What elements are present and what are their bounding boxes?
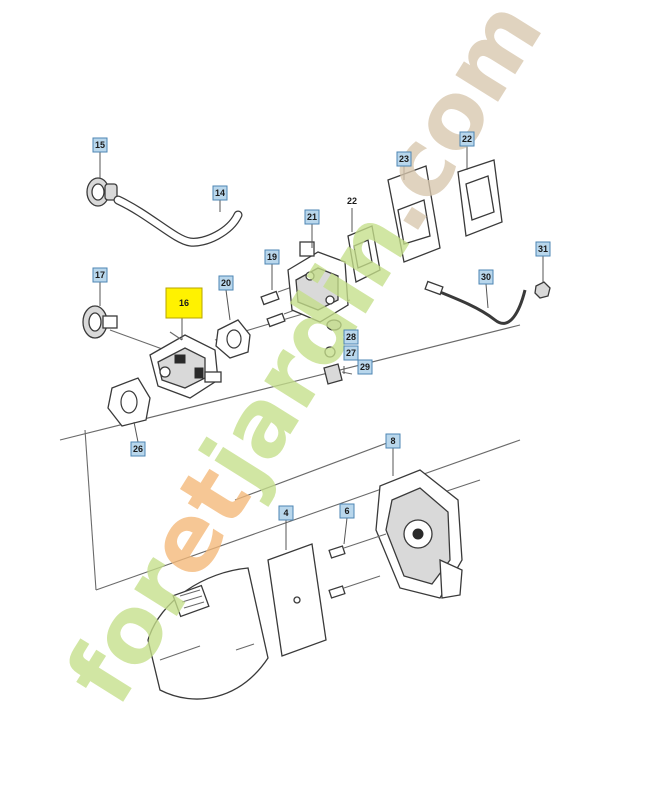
callout-22-plain[interactable]: 22 (347, 196, 357, 206)
part-22-gasket-small (347, 225, 381, 283)
part-14-fuel-hose (113, 195, 243, 247)
part-23-plate (387, 165, 441, 263)
part-4-filter (267, 543, 327, 657)
callout-27[interactable]: 27 (343, 345, 359, 361)
callout-29-label: 29 (360, 362, 370, 372)
callout-4[interactable]: 4 (278, 505, 294, 521)
part-31-nut (534, 281, 551, 299)
callout-21-label: 21 (307, 212, 317, 222)
callout-26[interactable]: 26 (130, 441, 146, 457)
callout-28-label: 28 (346, 332, 356, 342)
callout-15-label: 15 (95, 140, 105, 150)
callout-23[interactable]: 23 (396, 151, 412, 167)
watermark-part4: .com (341, 0, 563, 249)
callout-17[interactable]: 17 (92, 267, 108, 283)
part-30-cable (424, 280, 527, 325)
callout-26-label: 26 (133, 444, 143, 454)
callout-20-label: 20 (221, 278, 231, 288)
callout-6-label: 6 (344, 506, 349, 516)
part-17-intake (82, 305, 118, 339)
part-16-carburetor (149, 331, 222, 399)
part-15-grommet (86, 177, 118, 207)
callout-17-label: 17 (95, 270, 105, 280)
callout-19-label: 19 (267, 252, 277, 262)
callout-14-label: 14 (215, 188, 225, 198)
callout-8-label: 8 (390, 436, 395, 446)
part-8-filter-housing (375, 469, 463, 599)
callout-23-label: 23 (399, 154, 409, 164)
callout-27-label: 27 (346, 348, 356, 358)
part-27-28-29-fittings (323, 319, 353, 385)
part-21-adapter (287, 241, 349, 323)
callout-28[interactable]: 28 (343, 329, 359, 345)
filter-cover (147, 567, 269, 700)
part-22-gasket-large (457, 159, 503, 237)
callout-8[interactable]: 8 (385, 433, 401, 449)
callout-14[interactable]: 14 (212, 185, 228, 201)
callout-6[interactable]: 6 (339, 503, 355, 519)
part-20-gasket (215, 319, 251, 359)
callout-16-highlighted[interactable]: 16 (165, 287, 203, 319)
callout-30-label: 30 (481, 272, 491, 282)
callout-21[interactable]: 21 (304, 209, 320, 225)
leader-lines (99, 146, 544, 550)
callout-4-label: 4 (283, 508, 288, 518)
callout-16-label: 16 (179, 298, 189, 308)
part-26-gasket (107, 377, 151, 427)
callout-31-label: 31 (538, 244, 548, 254)
callout-29[interactable]: 29 (357, 359, 373, 375)
callout-15[interactable]: 15 (92, 137, 108, 153)
part-6-screws (328, 533, 387, 599)
callout-19[interactable]: 19 (264, 249, 280, 265)
callout-22[interactable]: 22 (459, 131, 475, 147)
callout-31[interactable]: 31 (535, 241, 551, 257)
callout-22-plain-label: 22 (347, 196, 357, 206)
callout-20[interactable]: 20 (218, 275, 234, 291)
callout-30[interactable]: 30 (478, 269, 494, 285)
callout-22-label: 22 (462, 134, 472, 144)
